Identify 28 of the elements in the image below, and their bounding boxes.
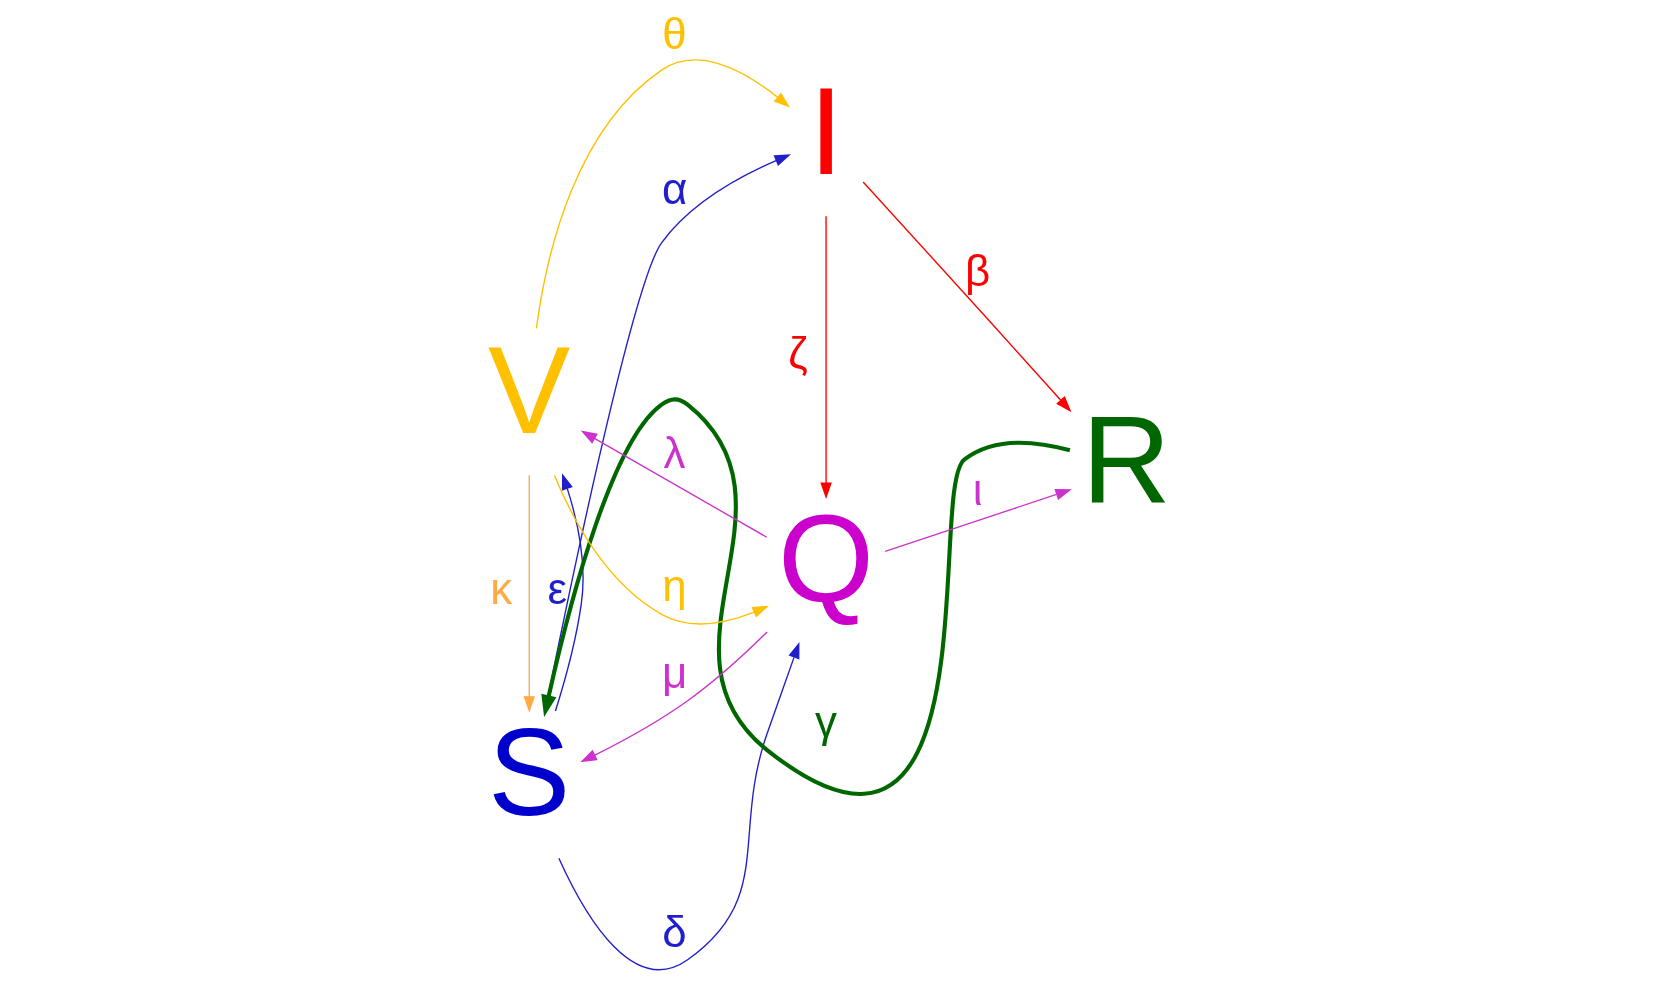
arrow: [523, 474, 536, 713]
arrow: [884, 489, 1072, 552]
arrow: [553, 474, 769, 625]
edge-label: μ: [661, 647, 688, 697]
node-text: Q: [778, 489, 875, 628]
edge-label: θ: [662, 8, 687, 58]
arrow: [541, 397, 1071, 796]
edge-label: δ: [662, 906, 687, 956]
arrow: [554, 473, 584, 712]
node-text: S: [488, 703, 571, 842]
edge-label: κ: [490, 564, 513, 614]
node-text: V: [488, 320, 571, 459]
edge-label: λ: [663, 428, 686, 478]
arrow: [535, 59, 791, 330]
arrow: [820, 215, 832, 499]
node-text: R: [1081, 390, 1171, 529]
edge-label: η: [662, 561, 687, 611]
edge-label: γ: [815, 697, 838, 747]
arrow: [580, 430, 768, 538]
arrow: [862, 181, 1072, 413]
edge-label: ι: [972, 465, 983, 515]
edge-label: ζ: [788, 327, 808, 377]
node-text: I: [808, 61, 844, 200]
arrow: [580, 631, 768, 763]
edge-label: β: [964, 246, 991, 296]
edge-label: α: [661, 163, 688, 213]
arrow: [558, 642, 800, 971]
edge-label: ε: [547, 564, 568, 614]
